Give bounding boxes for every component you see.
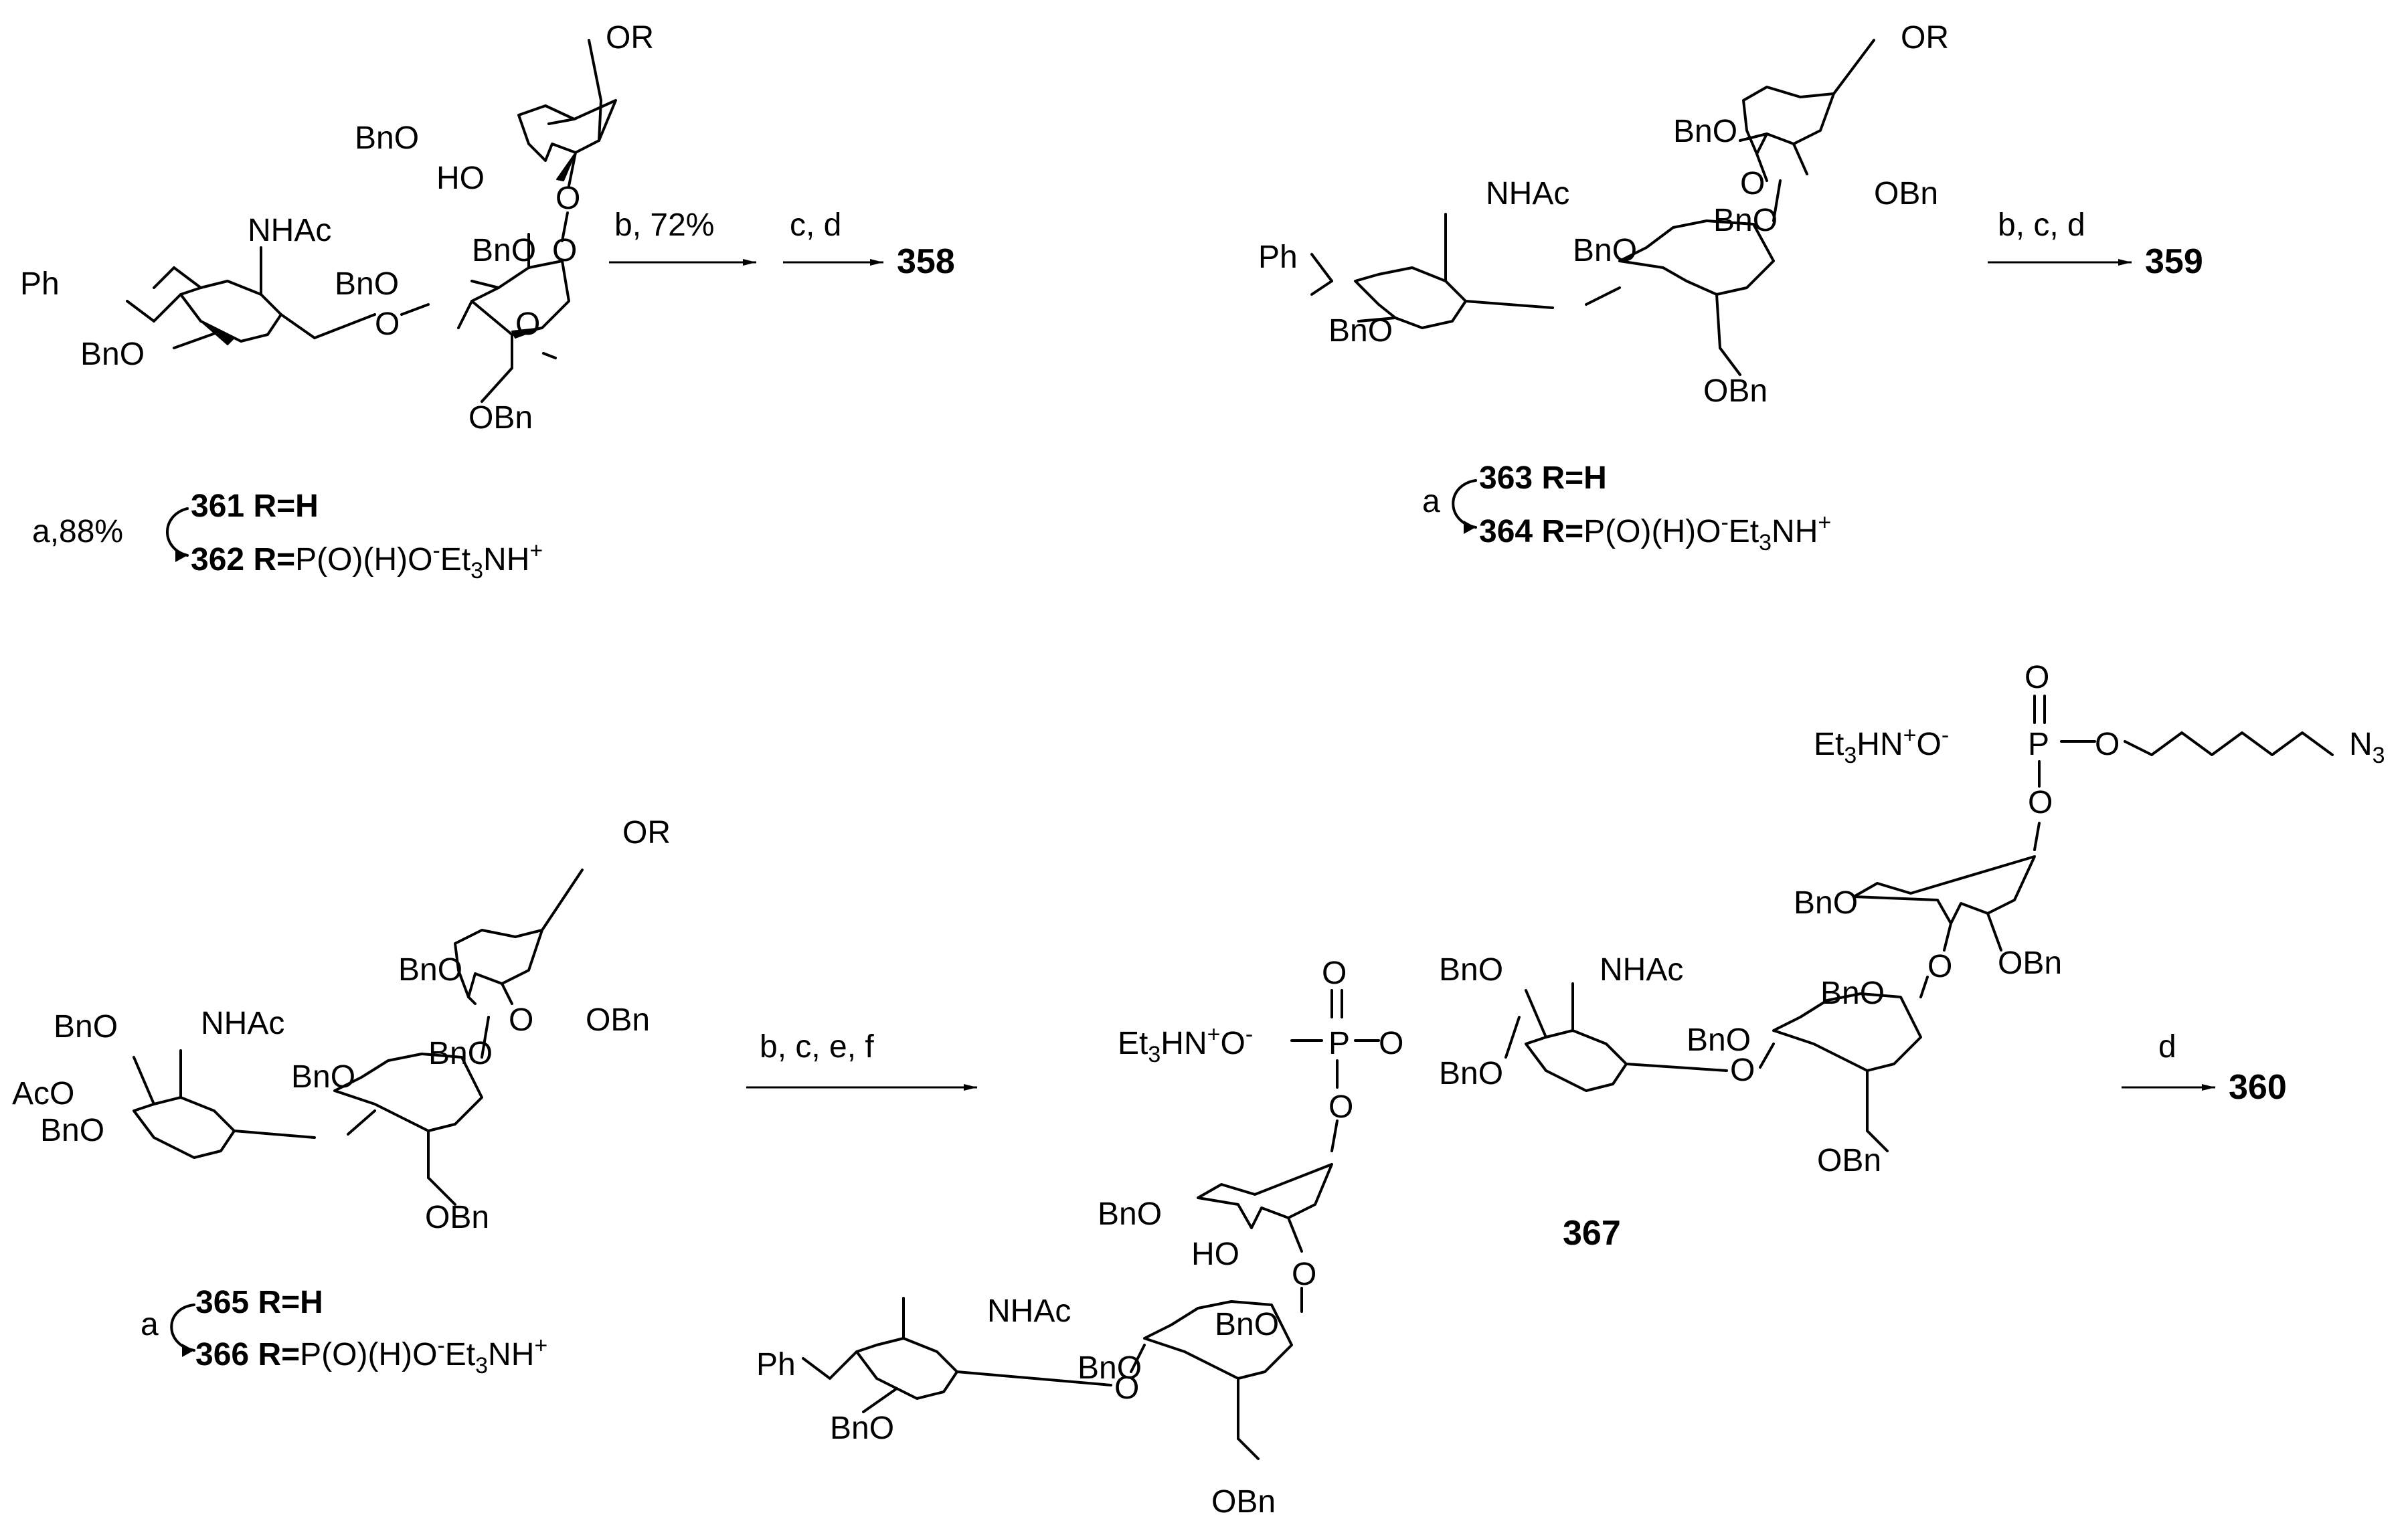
- ph-label: Ph: [756, 1347, 796, 1382]
- compound-367-structure: [802, 695, 2334, 1460]
- obn-label: OBn: [425, 1200, 489, 1235]
- obn-label: OBn: [468, 400, 533, 436]
- bno-label: BnO: [80, 337, 145, 372]
- o-label: O: [1114, 1370, 1139, 1406]
- bno-label: BnO: [1215, 1307, 1279, 1342]
- o-label: O: [1292, 1257, 1316, 1292]
- bno-label: BnO: [335, 266, 399, 302]
- condition-label: a,88%: [32, 514, 123, 549]
- bno-label: BnO: [40, 1113, 104, 1148]
- bno-label: BnO: [428, 1036, 493, 1071]
- condition-label: a: [1422, 484, 1440, 519]
- condition-label: a: [141, 1307, 159, 1342]
- compound-359-label: 359: [2145, 242, 2203, 281]
- n3-label: N3: [2349, 727, 2385, 768]
- compound-360-label: 360: [2229, 1068, 2287, 1107]
- bno-label: BnO: [472, 233, 536, 268]
- compound-361-structure: [126, 39, 617, 403]
- curved-arrow: [166, 507, 189, 557]
- o-label: O: [1328, 1089, 1353, 1125]
- o-label: O: [555, 181, 580, 216]
- ho-label: HO: [1191, 1237, 1239, 1272]
- obn-label: OBn: [1703, 373, 1768, 409]
- obn-label: OBn: [1211, 1484, 1276, 1520]
- bno-label: BnO: [1439, 952, 1503, 988]
- o-label: O: [1927, 949, 1952, 984]
- compound-362-label: 362 R=P(O)(H)O-Et3NH+: [191, 538, 543, 584]
- o-label: O: [2028, 785, 2053, 820]
- compound-361-label: 361 R=H: [191, 488, 319, 524]
- o-label: O: [515, 306, 540, 342]
- or-label: OR: [606, 20, 654, 56]
- nhac-label: NHAc: [1600, 952, 1683, 988]
- ph-label: Ph: [1258, 240, 1298, 275]
- compound-365-label: 365 R=H: [195, 1285, 323, 1320]
- bno-label: BnO: [1687, 1022, 1751, 1058]
- aco-label: AcO: [12, 1076, 74, 1111]
- nhac-label: NHAc: [201, 1006, 284, 1041]
- compound-367-label: 367: [1563, 1214, 1621, 1253]
- bno-label: BnO: [1439, 1056, 1503, 1091]
- bno-label: BnO: [398, 952, 462, 988]
- bno-label: BnO: [1573, 233, 1637, 268]
- bno-label: BnO: [830, 1411, 894, 1446]
- o-label: O: [1740, 166, 1765, 201]
- compound-363-structure: [1310, 39, 1875, 376]
- o-label: O: [552, 233, 577, 268]
- o-label: O: [1379, 1026, 1403, 1061]
- nhac-label: NHAc: [1486, 176, 1569, 211]
- condition-label: d: [2158, 1029, 2176, 1065]
- bno-label: BnO: [1078, 1350, 1142, 1386]
- bno-label: BnO: [1673, 114, 1737, 149]
- compound-365-structure: [133, 869, 584, 1206]
- condition-label: b, 72%: [614, 207, 714, 243]
- ho-label: HO: [436, 161, 485, 196]
- bno-label: BnO: [355, 120, 419, 156]
- condition-label: b, c, d: [1998, 207, 2085, 243]
- o-label: O: [1322, 956, 1347, 991]
- p-label: P: [2028, 727, 2049, 762]
- compound-358-label: 358: [897, 242, 955, 281]
- curved-arrow: [1452, 479, 1477, 529]
- condition-label: c, d: [790, 207, 841, 243]
- compound-366-label: 366 R=P(O)(H)O-Et3NH+: [195, 1333, 547, 1378]
- condition-label: b, c, e, f: [760, 1029, 874, 1065]
- nhac-label: NHAc: [987, 1293, 1071, 1329]
- o-label: O: [2025, 660, 2049, 695]
- bno-label: BnO: [1098, 1196, 1162, 1232]
- o-label: O: [375, 306, 400, 342]
- bno-label: BnO: [1713, 203, 1778, 238]
- compound-363-label: 363 R=H: [1479, 460, 1607, 496]
- or-label: OR: [1901, 20, 1949, 56]
- bno-label: BnO: [1794, 885, 1858, 921]
- et3hn-label: Et3HN+O-: [1118, 1022, 1253, 1067]
- obn-label: OBn: [1817, 1143, 1881, 1178]
- obn-label: OBn: [586, 1002, 650, 1038]
- o-label: O: [2095, 727, 2120, 762]
- nhac-label: NHAc: [248, 213, 331, 248]
- bno-label: BnO: [291, 1059, 355, 1095]
- curved-arrow: [170, 1304, 195, 1352]
- obn-label: OBn: [1874, 176, 1938, 211]
- o-label: O: [1730, 1053, 1755, 1088]
- obn-label: OBn: [1998, 946, 2062, 981]
- bno-label: BnO: [54, 1009, 118, 1045]
- compound-364-label: 364 R=P(O)(H)O-Et3NH+: [1479, 510, 1831, 555]
- et3hn-label: Et3HN+O-: [1814, 723, 1949, 768]
- o-label: O: [509, 1002, 533, 1038]
- bno-label: BnO: [1820, 976, 1885, 1011]
- bno-label: BnO: [1328, 313, 1393, 349]
- or-label: OR: [622, 815, 671, 850]
- ph-label: Ph: [20, 266, 60, 302]
- p-label: P: [1328, 1026, 1350, 1061]
